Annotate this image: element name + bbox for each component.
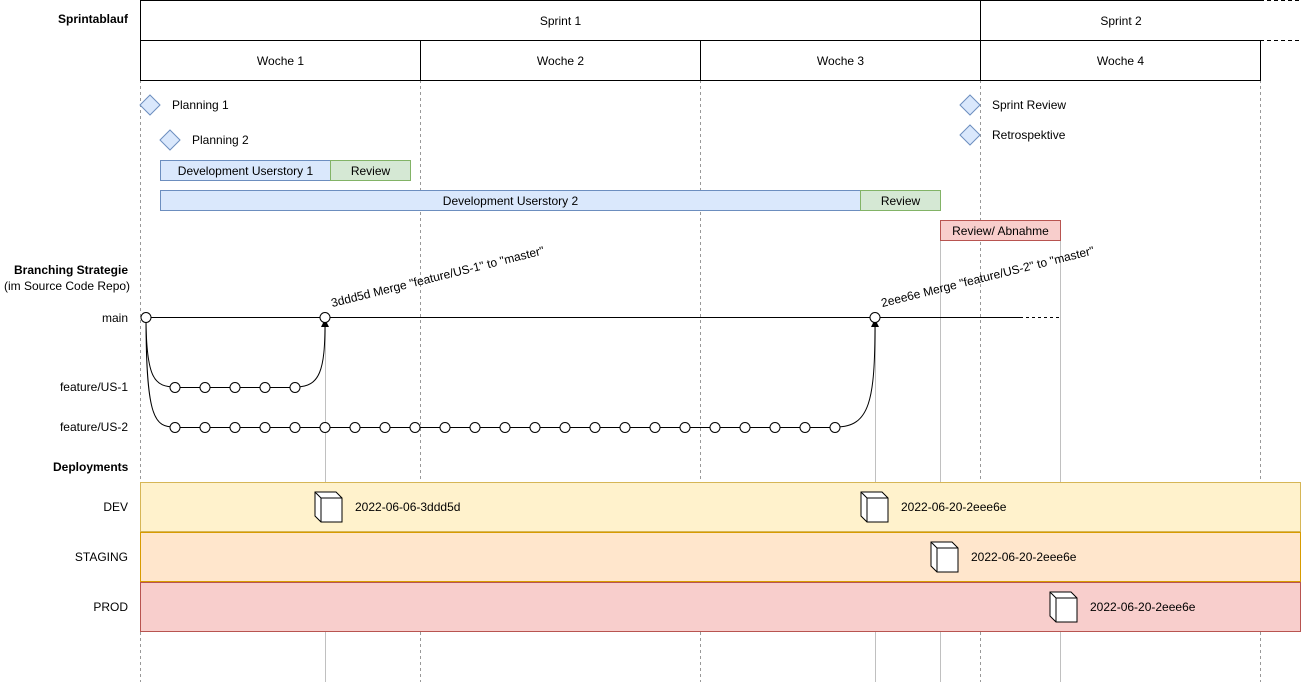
feature-us2-commit — [769, 422, 781, 433]
feature-us2-commit — [799, 422, 811, 433]
dev-deploy-1-label: 2022-06-06-3ddd5d — [355, 500, 461, 514]
feature-us2-commit — [289, 422, 301, 433]
feature-us2-commit — [739, 422, 751, 433]
review-1-bar: Review — [330, 160, 411, 181]
feature-us2-commit — [709, 422, 721, 433]
planning-2-label: Planning 2 — [192, 133, 249, 147]
planning-1-label: Planning 1 — [172, 98, 229, 112]
feature-us1-merge-line — [295, 319, 329, 388]
sprint-1-header: Sprint 1 — [140, 0, 981, 41]
staging-lane — [140, 532, 1301, 582]
feature-us2-commit — [169, 422, 181, 433]
feature-us2-commit — [499, 422, 511, 433]
feature-us2-commit — [469, 422, 481, 433]
staging-label: STAGING — [74, 550, 128, 564]
feature-us2-commit — [409, 422, 421, 433]
feature-us2-commit — [829, 422, 841, 433]
main-merge-commit-2 — [869, 312, 881, 323]
review-2-bar: Review — [860, 190, 941, 211]
feature-us2-commit — [529, 422, 541, 433]
feature-us2-commit — [319, 422, 331, 433]
dev-us2-bar: Development Userstory 2 — [160, 190, 861, 211]
prod-deploy-label: 2022-06-20-2eee6e — [1090, 600, 1196, 614]
sprint-review-label: Sprint Review — [992, 98, 1067, 112]
sprintablauf-label: Sprintablauf — [58, 12, 129, 26]
sprint-2-header: Sprint 2 — [980, 0, 1261, 41]
feature-us2-label: feature/US-2 — [59, 420, 128, 434]
feature-us2-commit — [559, 422, 571, 433]
main-commit-start — [140, 312, 152, 323]
main-branch-label: main — [101, 311, 128, 325]
feature-us2-commit — [199, 422, 211, 433]
deployments-title: Deployments — [53, 460, 129, 474]
feature-us2-merge-line — [835, 319, 879, 428]
feature-us2-commit — [589, 422, 601, 433]
feature-us1-label: feature/US-1 — [59, 380, 128, 394]
feature-us1-commit — [289, 382, 301, 393]
feature-us1-commit — [199, 382, 211, 393]
feature-us2-fork-line — [145, 316, 176, 428]
week-3-header: Woche 3 — [700, 40, 981, 81]
feature-us2-commit — [679, 422, 691, 433]
retro-label: Retrospektive — [992, 128, 1066, 142]
feature-us1-commit — [259, 382, 271, 393]
feature-us1-commit — [229, 382, 241, 393]
feature-us2-commit — [349, 422, 361, 433]
staging-deploy-label: 2022-06-20-2eee6e — [971, 550, 1077, 564]
feature-us2-commit — [229, 422, 241, 433]
feature-us2-commit — [649, 422, 661, 433]
prod-lane — [140, 582, 1301, 632]
feature-us1-commit — [169, 382, 181, 393]
main-merge-commit-1 — [319, 312, 331, 323]
prod-label: PROD — [93, 600, 128, 614]
dev-deploy-2-label: 2022-06-20-2eee6e — [901, 500, 1007, 514]
feature-us1-fork-line — [145, 316, 177, 388]
feature-us2-commit — [439, 422, 451, 433]
week-4-header: Woche 4 — [980, 40, 1261, 81]
dev-lane — [140, 482, 1301, 532]
feature-us2-commit — [259, 422, 271, 433]
branching-title: Branching Strategie — [14, 263, 129, 277]
feature-us2-commit — [379, 422, 391, 433]
dev-us1-bar: Development Userstory 1 — [160, 160, 331, 181]
abnahme-bar: Review/ Abnahme — [940, 220, 1061, 241]
feature-us2-commit — [619, 422, 631, 433]
branching-subtitle: (im Source Code Repo) — [4, 279, 131, 293]
dev-label: DEV — [103, 500, 128, 514]
week-2-header: Woche 2 — [420, 40, 701, 81]
